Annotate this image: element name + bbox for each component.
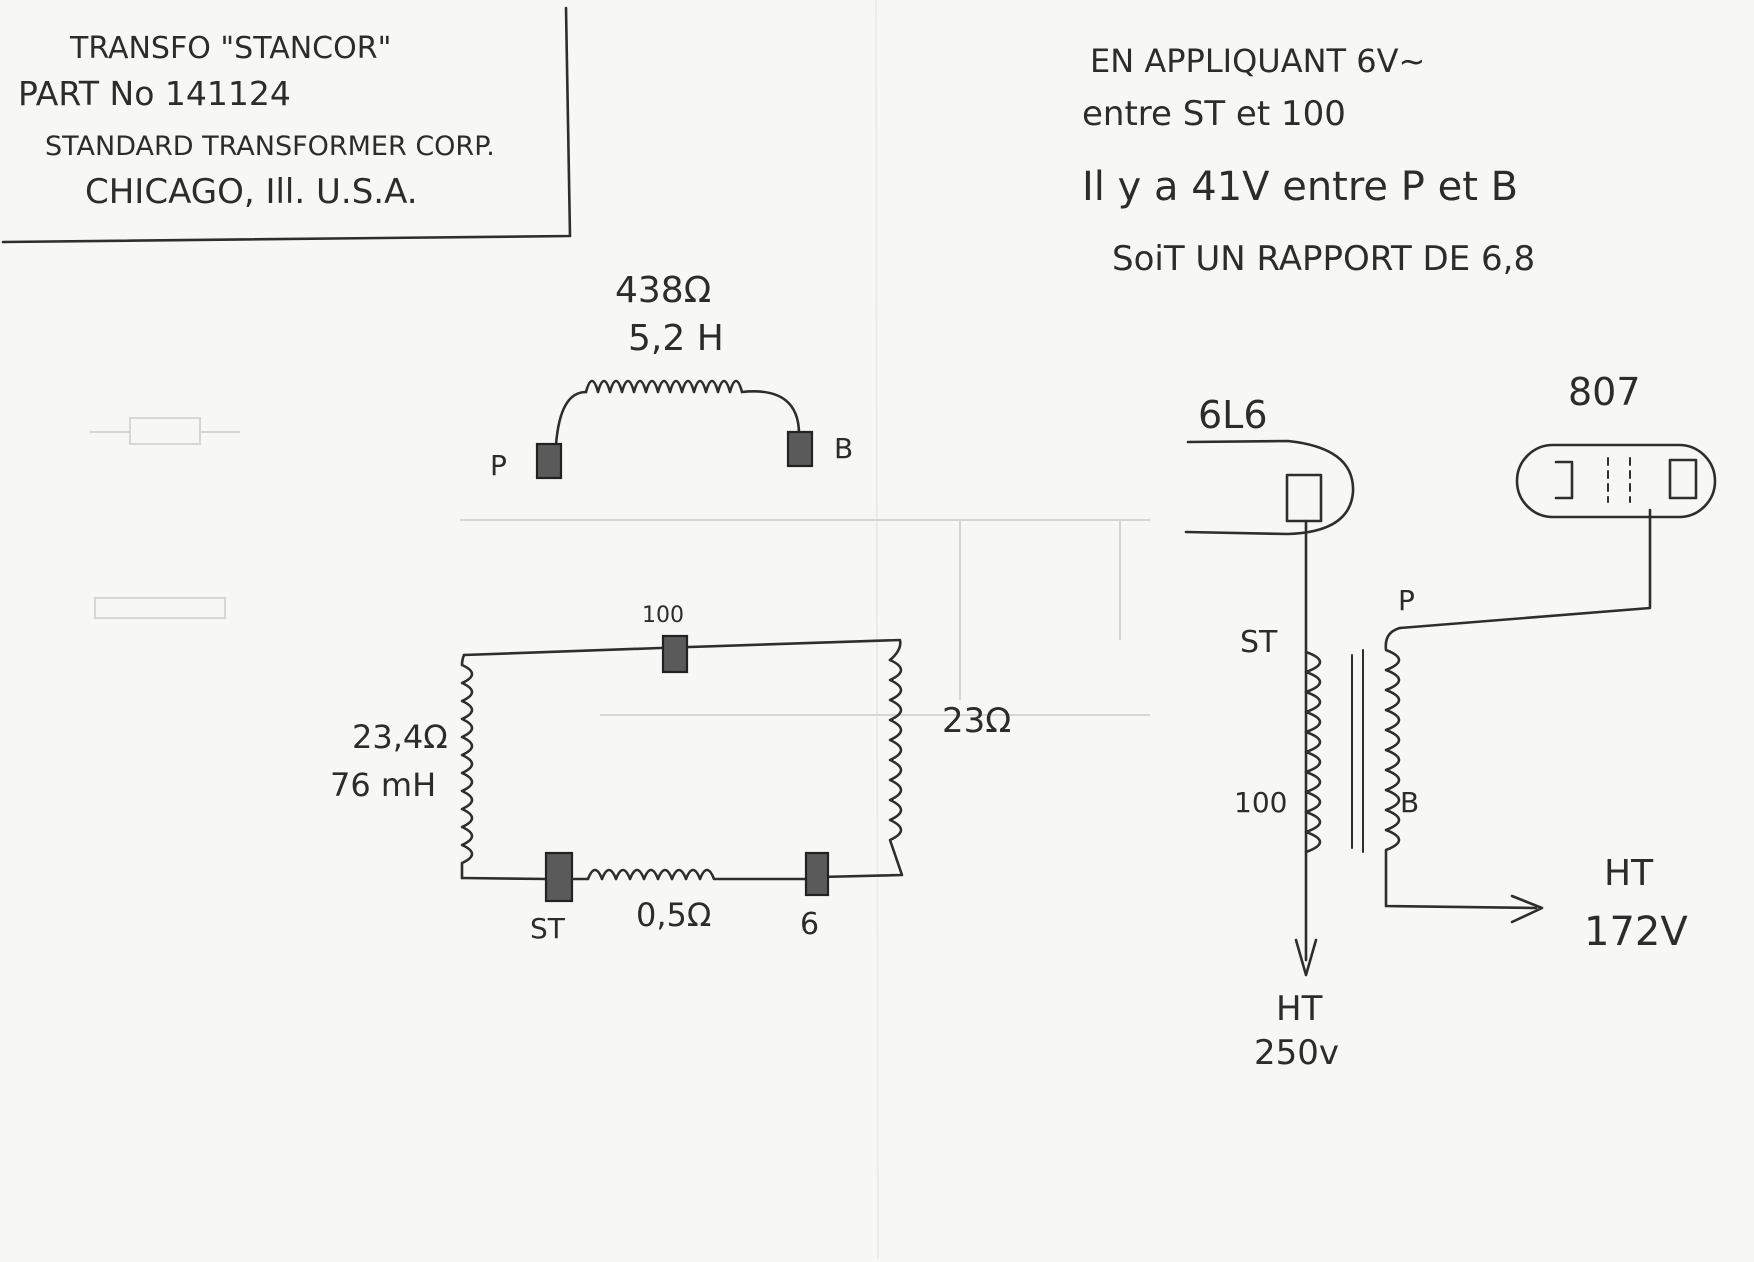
top-wire [462, 638, 902, 662]
schematic-p-label: P [1398, 584, 1415, 617]
schematic-secondary-coil [1384, 626, 1538, 910]
label-line-3: STANDARD TRANSFORMER CORP. [45, 131, 495, 162]
note-line-4: SoiT UN RAPPORT DE 6,8 [1112, 239, 1535, 279]
ht-right-label: HT [1604, 853, 1654, 894]
right-coil [818, 658, 904, 879]
ht-right-voltage: 172V [1584, 909, 1688, 955]
tube-807-envelope [1515, 443, 1717, 519]
primary-inductance: 5,2 H [628, 318, 724, 359]
terminal-6-label: 6 [800, 907, 819, 942]
terminal-6 [804, 851, 830, 897]
tube-6l6-anode [1285, 473, 1323, 523]
secondary-block: 100 23,4Ω 76 mH 23Ω 0,5Ω ST 6 [330, 603, 1011, 945]
measurement-notes: EN APPLIQUANT 6V~ entre ST et 100 Il y a… [1082, 42, 1535, 279]
terminal-p-label: P [490, 449, 507, 482]
schematic-b-label: B [1400, 786, 1419, 819]
tube-807-label: 807 [1568, 370, 1641, 414]
output-transformer-schematic: 6L6 807 ST 100 P B HT 250v HT 172V [1184, 370, 1717, 1073]
terminal-st [544, 851, 574, 903]
terminal-100-label: 100 [642, 603, 684, 628]
note-line-2: entre ST et 100 [1082, 94, 1346, 134]
label-line-2: PART No 141124 [18, 74, 291, 113]
schematic-primary-coil [1304, 650, 1322, 854]
schematic-100-label: 100 [1234, 786, 1287, 819]
schematic-st-label: ST [1240, 625, 1278, 660]
note-line-3: Il y a 41V entre P et B [1082, 164, 1518, 210]
tube-807-anode [1668, 458, 1698, 500]
bottom-resistance: 0,5Ω [636, 896, 711, 934]
left-coil [460, 653, 474, 880]
primary-resistance: 438Ω [615, 270, 711, 311]
left-resistance: 23,4Ω [352, 718, 448, 756]
ht-left-voltage: 250v [1254, 1033, 1339, 1073]
wire-807-to-p [1398, 508, 1652, 630]
terminal-b-label: B [834, 432, 853, 465]
tube-807-cathode [1554, 460, 1574, 500]
tube-6l6-label: 6L6 [1198, 393, 1268, 437]
bottom-coil [570, 868, 808, 881]
arrow-ht-172 [1510, 894, 1544, 924]
left-inductance: 76 mH [330, 766, 436, 804]
note-line-1: EN APPLIQUANT 6V~ [1090, 42, 1425, 80]
label-box-border [1, 6, 572, 244]
label-box: TRANSFO "STANCOR" PART No 141124 STANDAR… [1, 6, 572, 244]
paper-fold [875, 0, 879, 1259]
terminal-p [535, 442, 563, 480]
arrow-ht-250 [1294, 938, 1318, 977]
terminal-b [786, 430, 814, 468]
right-resistance: 23Ω [942, 701, 1011, 741]
background-ghost-marks [90, 417, 1150, 716]
primary-winding: 438Ω 5,2 H P B [490, 270, 853, 482]
terminal-st-label: ST [530, 912, 566, 945]
terminal-100 [661, 634, 689, 674]
tube-6l6-envelope [1184, 439, 1355, 536]
label-line-4: CHICAGO, Ill. U.S.A. [85, 172, 418, 212]
ht-left-label: HT [1276, 989, 1323, 1029]
label-line-1: TRANSFO "STANCOR" [69, 31, 391, 66]
primary-coil [584, 379, 744, 394]
